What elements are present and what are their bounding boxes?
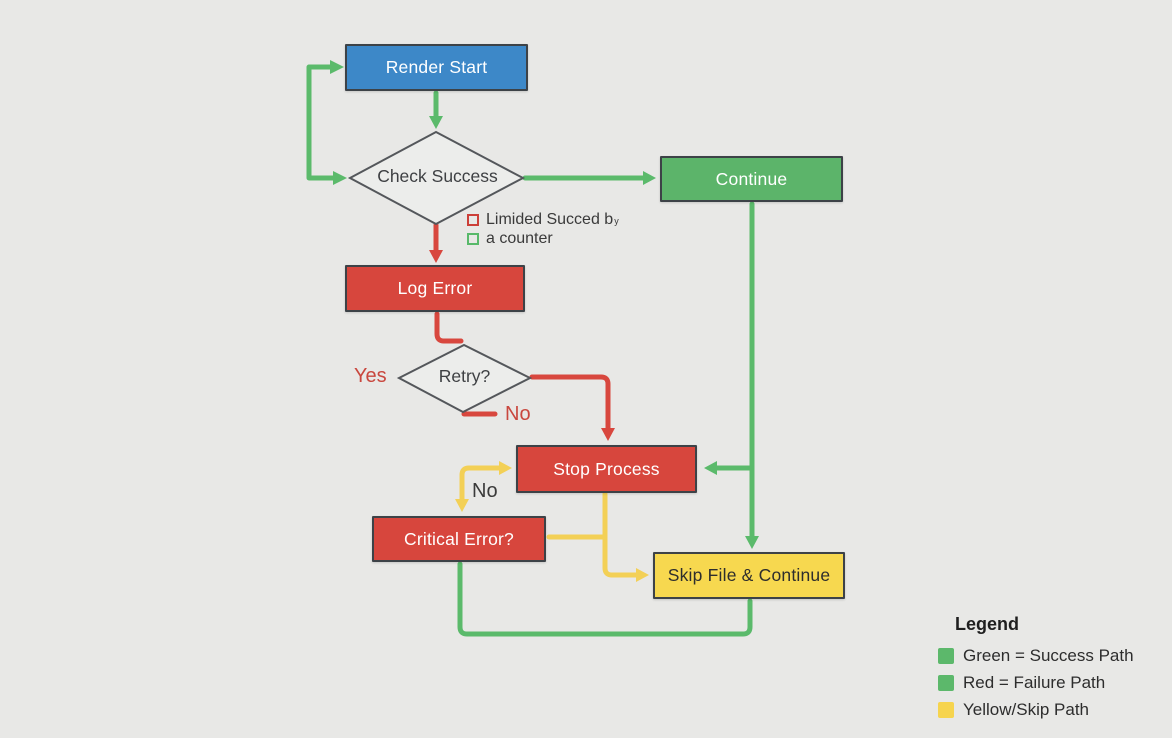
edge-label-no-critical: No (472, 480, 498, 502)
edge-logerror-to-retry (434, 311, 464, 344)
check-success-note: Limided Succed by a counter (467, 210, 619, 248)
green-outline-square-icon (467, 232, 479, 245)
legend-item-success: Green = Success Path (938, 646, 1172, 666)
note-line-2: a counter (467, 229, 619, 248)
note-line-1: Limided Succed by (467, 210, 619, 229)
node-render-start: Render Start (345, 44, 528, 91)
edge-critical-stop-corner (459, 465, 502, 503)
arrowhead-into-stop-left (499, 461, 512, 475)
edge-success-left-loop (306, 64, 337, 181)
legend: Legend Green = Success Path Red = Failur… (938, 614, 1172, 727)
legend-item-skip-label: Yellow/Skip Path (963, 700, 1090, 719)
edge-critical-bottom-loop (457, 561, 753, 637)
arrowhead-into-critical-top (455, 499, 469, 512)
green-swatch-icon (938, 648, 954, 664)
arrowhead-into-render-start (330, 60, 344, 74)
check-success-label: Check Success (377, 166, 498, 186)
node-stop-process: Stop Process (516, 445, 697, 493)
yellow-swatch-icon (938, 702, 954, 718)
edge-label-no-retry: No (505, 403, 531, 425)
arrowhead-into-skip-top (745, 536, 759, 549)
red-outline-square-icon (467, 213, 479, 226)
edge-stop-to-skip (602, 491, 639, 578)
node-critical-error: Critical Error? (372, 516, 546, 562)
arrowhead-into-check-left (333, 171, 347, 185)
retry-label: Retry? (438, 366, 491, 386)
edge-label-yes: Yes (354, 365, 387, 387)
legend-item-success-label: Green = Success Path (963, 646, 1134, 665)
node-log-error: Log Error (345, 265, 525, 312)
note-line-2-text: a counter (486, 229, 553, 247)
arrowhead-into-logerror (429, 250, 443, 263)
note-line-1-tail: y (614, 215, 619, 226)
legend-title: Legend (955, 614, 1020, 634)
note-line-1-text: Limided Succed by (486, 210, 619, 228)
retry-diamond (396, 343, 533, 414)
node-skip-file-continue: Skip File & Continue (653, 552, 845, 599)
arrowhead-into-stop-top (601, 428, 615, 441)
arrowhead-into-check-top (429, 116, 443, 129)
legend-item-failure: Red = Failure Path (938, 673, 1172, 693)
arrowhead-into-continue (643, 171, 656, 185)
node-continue: Continue (660, 156, 843, 202)
legend-item-failure-label: Red = Failure Path (963, 673, 1106, 692)
check-success-diamond (347, 130, 526, 226)
green-swatch-icon (938, 675, 954, 691)
edge-retry-to-stop (529, 374, 611, 431)
arrowhead-into-stop-right (704, 461, 717, 475)
arrowhead-into-skip-left (636, 568, 649, 582)
legend-item-skip: Yellow/Skip Path (938, 700, 1172, 720)
